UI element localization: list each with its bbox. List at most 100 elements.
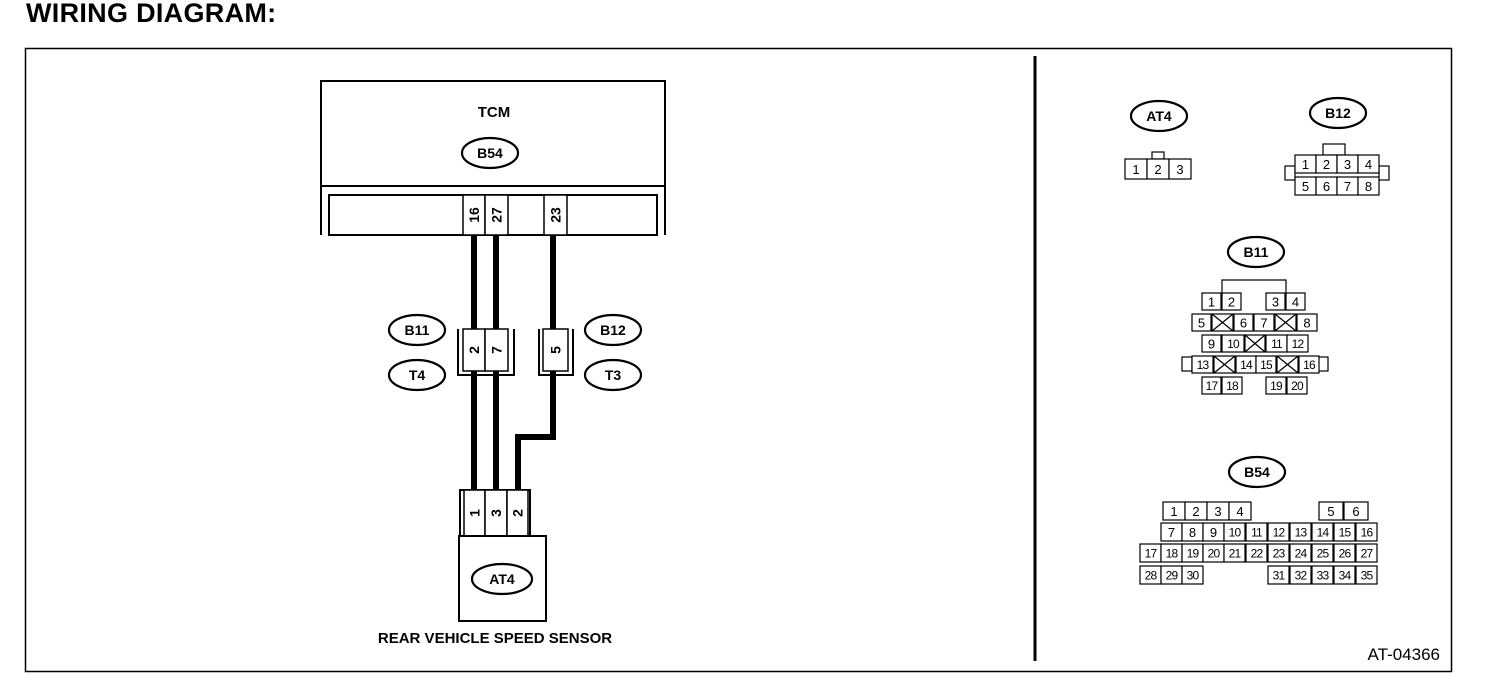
connector-label: B12: [600, 322, 626, 338]
pin-number: 18: [1166, 547, 1179, 561]
pin-number: 11: [1251, 526, 1263, 540]
pin-cell: [1355, 565, 1378, 585]
pin-number: 28: [1145, 569, 1158, 583]
pin-cell: [1233, 313, 1254, 332]
pin-number: 16: [1303, 358, 1316, 372]
pin-cell: [1286, 376, 1308, 395]
pin-number: 7: [1344, 179, 1351, 194]
pin-number: 3: [1272, 295, 1279, 310]
pin-cell: [1333, 522, 1356, 542]
pin-number: 20: [1208, 547, 1221, 561]
pin-cell: [1253, 313, 1275, 332]
pin-number: 30: [1187, 569, 1200, 583]
pin-number: 10: [1229, 526, 1242, 540]
pin-number: 18: [1226, 379, 1239, 393]
pin-cell: [1245, 543, 1268, 563]
connector-view-label: B54: [1244, 464, 1270, 480]
pin-cell: [1355, 543, 1378, 563]
pin-number: 3: [1176, 162, 1183, 177]
pin-number: 3: [1214, 504, 1221, 519]
pin-cell: [1201, 334, 1222, 353]
pin-cell: [1343, 501, 1369, 521]
pin-number: 10: [1227, 337, 1240, 351]
wire-harness: [471, 235, 556, 490]
pin-cell: [1265, 292, 1286, 311]
pin-cell: [1191, 313, 1212, 332]
pin-number: 6: [1323, 179, 1330, 194]
pin-cell: [1311, 543, 1334, 563]
pin-number: 29: [1166, 569, 1179, 583]
pin-cell: [1289, 522, 1312, 542]
pin-number: 32: [1295, 569, 1308, 583]
pin-number: 31: [1273, 569, 1286, 583]
pin-number: 1: [1170, 504, 1177, 519]
pin-number: 11: [1271, 337, 1283, 351]
pin-number: 2: [1323, 157, 1330, 172]
connector-view-label: B12: [1325, 105, 1351, 121]
connector-view-label: B11: [1244, 244, 1269, 260]
pin-number: 33: [1317, 569, 1330, 583]
pin-number: 25: [1317, 547, 1330, 561]
joint-pin: 7: [489, 346, 505, 354]
joint-connector-b12-t3: 5 B12 T3: [538, 313, 643, 392]
pin-number: 6: [1240, 316, 1247, 331]
pin-number: 5: [1302, 179, 1309, 194]
pin-number: 34: [1339, 569, 1352, 583]
pin-number: 17: [1206, 379, 1219, 393]
pin-cell: [1221, 334, 1245, 353]
pin-number: 5: [1327, 504, 1334, 519]
pin-number: 27: [1361, 547, 1374, 561]
sensor-pin: 2: [510, 509, 526, 517]
pin-number: 6: [1352, 504, 1359, 519]
pin-cell: [1265, 376, 1287, 395]
pin-cell: [1286, 334, 1309, 353]
sensor-pin: 3: [488, 509, 504, 517]
pin-cell: [1285, 292, 1306, 311]
pin-number: 7: [1168, 525, 1175, 540]
sensor-pin: 1: [467, 509, 483, 517]
figure-id: AT-04366: [1368, 645, 1440, 664]
pin-cell: [1296, 313, 1318, 332]
pin-cell: [1357, 154, 1380, 174]
pin-number: 9: [1208, 337, 1215, 352]
pin-number: 12: [1273, 526, 1286, 540]
pin-number: 1: [1132, 162, 1139, 177]
pin-number: 4: [1365, 157, 1372, 172]
pin-cell: [1168, 158, 1192, 180]
pin-cell: [1333, 565, 1356, 585]
blank-cavity-mark: [1244, 334, 1266, 353]
pin-cell: [1357, 176, 1380, 196]
pin-cell: [1201, 292, 1222, 311]
pin-cell: [1289, 543, 1312, 563]
diagram-frame: [24, 47, 1453, 673]
tcm-pin: 23: [548, 207, 564, 223]
pin-cell: [1181, 565, 1204, 585]
pin-number: 2: [1154, 162, 1161, 177]
pin-cell: [1267, 543, 1290, 563]
tcm-title: TCM: [478, 104, 511, 121]
rear-vehicle-speed-sensor: 1 3 2 AT4 REAR VEHICLE SPEED SENSOR: [378, 489, 612, 647]
pin-number: 20: [1291, 379, 1304, 393]
connector-label: T4: [409, 367, 426, 383]
pin-number: 4: [1236, 504, 1243, 519]
connector-label: T3: [605, 367, 622, 383]
pin-cell: [1267, 565, 1290, 585]
pin-number: 35: [1361, 569, 1374, 583]
blank-cavity-mark: [1274, 313, 1297, 332]
pin-number: 14: [1240, 358, 1253, 372]
pin-number: 8: [1365, 179, 1372, 194]
pin-number: 26: [1339, 547, 1352, 561]
pin-cell: [1267, 522, 1290, 542]
blank-cavity-mark: [1276, 355, 1299, 374]
pin-cell: [1221, 292, 1242, 311]
connector-view-label: AT4: [1146, 108, 1172, 124]
pin-number: 8: [1303, 316, 1310, 331]
pin-number: 23: [1273, 547, 1286, 561]
pin-number: 19: [1187, 547, 1200, 561]
